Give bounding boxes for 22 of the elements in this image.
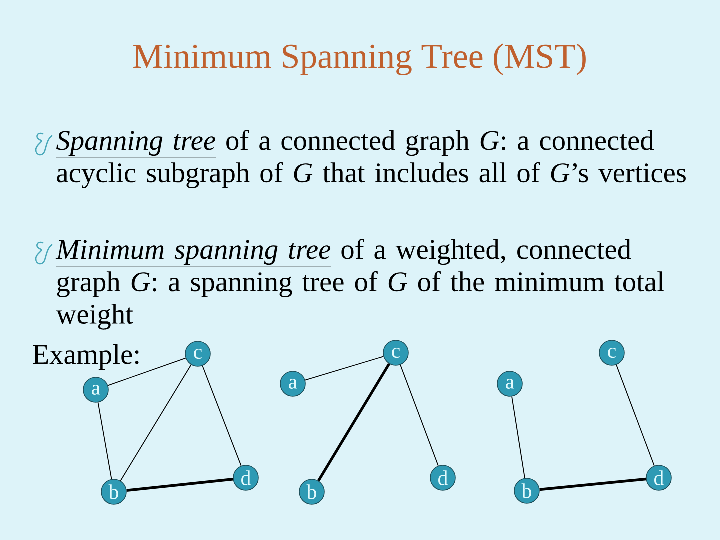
- label: Minimum spanning tree: [56, 240, 331, 266]
- edge-line: [616, 364, 655, 466]
- edge-line: [120, 364, 192, 482]
- edge-line: [304, 356, 384, 381]
- label: graph G: a spanning tree of G of the minimum total: [57, 271, 664, 298]
- bullet-text: Spanning tree of a connected graph G: a connected acyclic subgraph of G that includes all of G’s vertices: [56, 130, 686, 188]
- label: weight: [56, 304, 134, 330]
- edge-line: [98, 402, 112, 480]
- label: acyclic subgraph of G that includes all of G’s vertices: [57, 162, 686, 188]
- edge-line: [108, 358, 186, 386]
- edge-line: [512, 396, 526, 479]
- edge-line: [540, 478, 646, 492]
- label: of a weighted, connected: [342, 239, 632, 266]
- bullet-text: Minimum spanning tree of a weighted, connected graph G: a spanning tree of G of the minimum total weight: [56, 239, 664, 330]
- title: Minimum Spanning Tree (MST): [134, 44, 586, 76]
- edge-line: [400, 364, 439, 466]
- label: of a connected graph G: a connected: [226, 130, 654, 156]
- edge-line: [318, 363, 390, 482]
- label: Spanning tree: [56, 131, 216, 156]
- edge-line: [202, 366, 242, 466]
- edge-line: [126, 478, 234, 492]
- example-label: Example:: [33, 344, 139, 370]
